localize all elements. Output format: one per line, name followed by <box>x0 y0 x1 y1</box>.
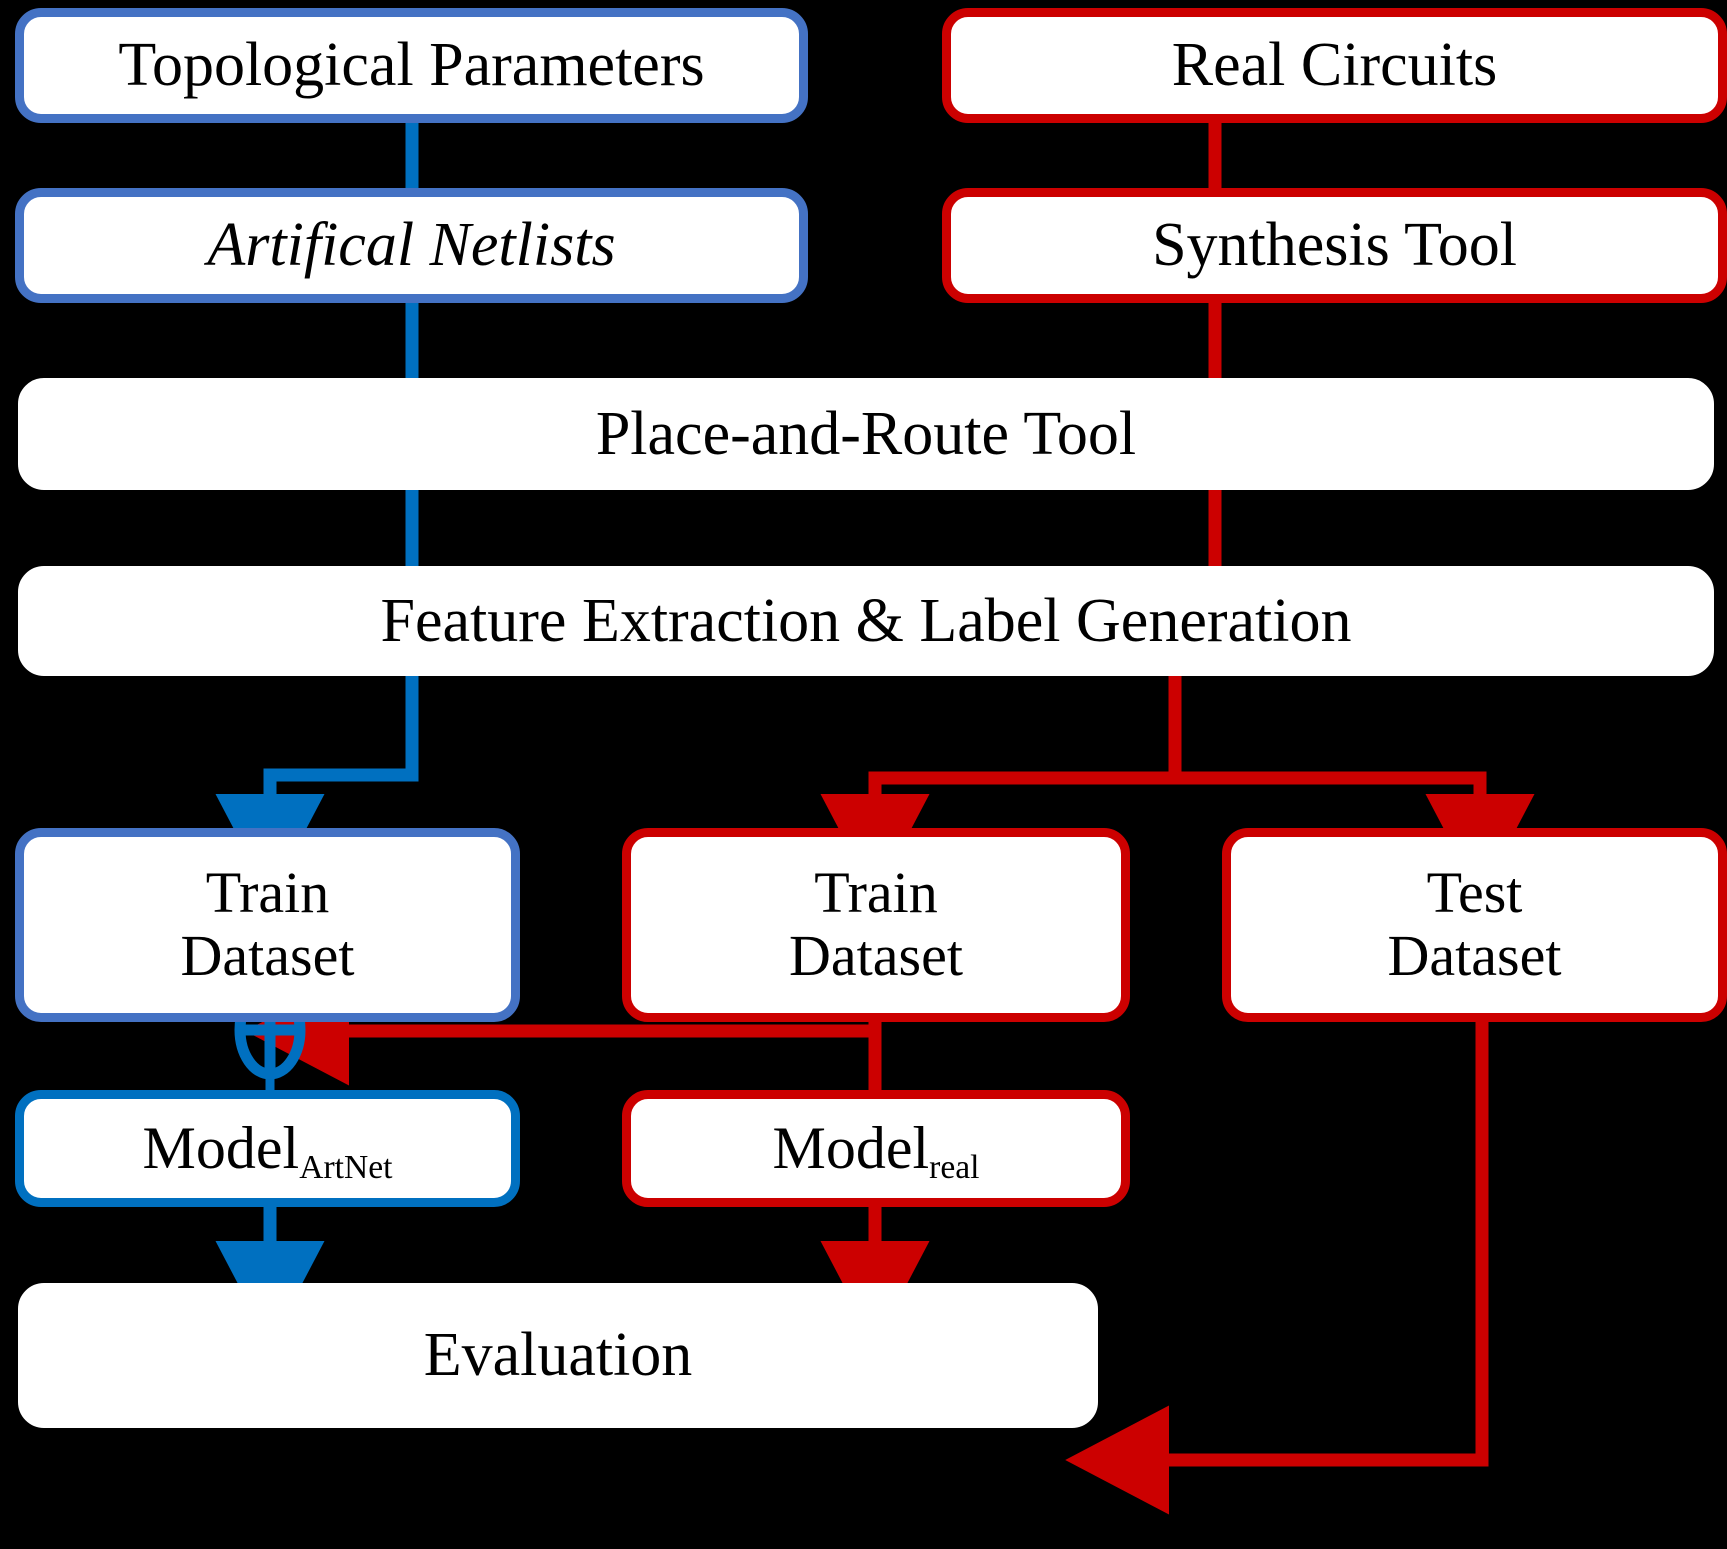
node-label-line2: Dataset <box>789 923 963 988</box>
node-synthesis-tool[interactable]: Synthesis Tool <box>942 188 1727 303</box>
node-label-line1: Test <box>1426 860 1523 926</box>
model-subscript: ArtNet <box>299 1148 393 1186</box>
node-model-artnet[interactable]: ModelArtNet <box>15 1090 520 1207</box>
node-label-line1: Train <box>205 860 330 926</box>
node-train-dataset-artificial[interactable]: Train Dataset <box>15 828 520 1022</box>
edge-feature-to-test <box>1175 771 1535 898</box>
node-label: ModelArtNet <box>133 1115 403 1185</box>
node-label: Real Circuits <box>1171 31 1498 100</box>
node-feature-extraction[interactable]: Feature Extraction & Label Generation <box>18 566 1714 676</box>
model-base: Model <box>772 1115 930 1182</box>
node-label: Artifical Netlists <box>207 211 616 280</box>
node-evaluation[interactable]: Evaluation <box>18 1283 1098 1428</box>
node-real-circuits[interactable]: Real Circuits <box>942 8 1727 123</box>
node-label: Place-and-Route Tool <box>595 399 1137 468</box>
model-base: Model <box>142 1115 300 1182</box>
node-topological-parameters[interactable]: Topological Parameters <box>15 8 808 123</box>
node-label: Modelreal <box>763 1115 990 1185</box>
node-label: Evaluation <box>423 1321 693 1390</box>
node-artifical-netlists[interactable]: Artifical Netlists <box>15 188 808 303</box>
node-label: Feature Extraction & Label Generation <box>380 586 1352 655</box>
edge-feature-to-train-real <box>820 672 1182 898</box>
node-label: Synthesis Tool <box>1152 211 1517 280</box>
edge-feature-to-train-artificial <box>215 672 419 898</box>
node-test-dataset-real[interactable]: Test Dataset <box>1222 828 1727 1022</box>
node-label-line2: Dataset <box>1387 923 1562 988</box>
model-subscript: real <box>929 1148 980 1186</box>
node-label-line1: Train <box>814 860 938 926</box>
node-train-dataset-real[interactable]: Train Dataset <box>622 828 1130 1022</box>
edge-test-to-evaluation <box>1065 1020 1489 1515</box>
node-model-real[interactable]: Modelreal <box>622 1090 1130 1207</box>
node-label-line2: Dataset <box>180 923 355 988</box>
node-place-and-route-tool[interactable]: Place-and-Route Tool <box>18 378 1714 490</box>
node-label: Topological Parameters <box>118 31 705 100</box>
